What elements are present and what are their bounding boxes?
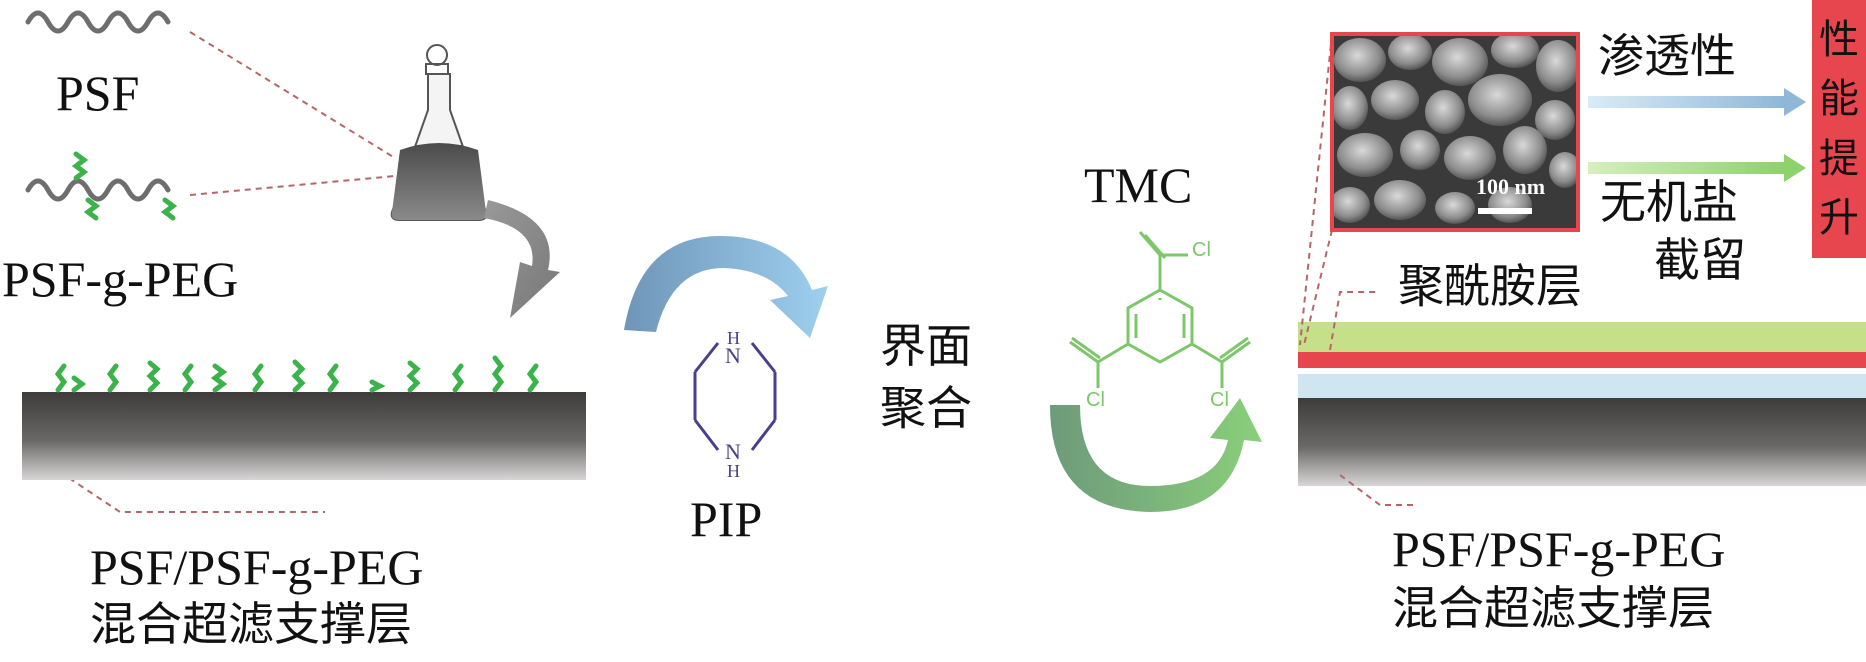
- polyamide-layer: [1298, 352, 1866, 368]
- pip-h-top: H: [727, 328, 740, 348]
- performance-char-2: 能: [1819, 76, 1859, 123]
- psf-g-peg-label: PSF-g-PEG: [2, 251, 239, 307]
- support-pointer-line: [59, 471, 325, 513]
- sem-zoom-line-top: [1299, 33, 1333, 346]
- salt-rejection-arrow-icon: [1588, 162, 1784, 174]
- psf-pointer-line: [189, 31, 396, 159]
- flask-icon: [390, 44, 488, 221]
- process-label-line2: 聚合: [880, 381, 972, 435]
- sem-zoom-line-bottom: [1303, 229, 1333, 346]
- sem-image: [1330, 32, 1580, 232]
- left-support-layer: [22, 392, 586, 480]
- performance-char-4: 升: [1819, 195, 1859, 242]
- tmc-cl-right: Cl: [1210, 389, 1229, 411]
- light-blue-layer: [1298, 374, 1866, 398]
- peg-pointer-line: [189, 175, 396, 196]
- polyamide-pointer-line: [1329, 291, 1380, 351]
- right-support-label-line2: 混合超滤支撑层: [1392, 581, 1714, 635]
- right-support-layer: [1298, 398, 1866, 486]
- salt-rejection-label-line2: 截留: [1654, 233, 1746, 287]
- peg-brush-row: [54, 355, 540, 393]
- pip-molecule-icon: [693, 342, 777, 451]
- tmc-label: TMC: [1084, 157, 1193, 213]
- tmc-arrow-icon: [1050, 398, 1262, 512]
- pip-atom-bottom: N: [725, 439, 741, 464]
- pour-arrow-icon: [484, 200, 560, 318]
- psf-chain-icon: [25, 10, 171, 34]
- process-label-line1: 界面: [880, 319, 972, 373]
- psf-label: PSF: [56, 65, 140, 121]
- pip-atom-top: N: [725, 343, 741, 368]
- pip-arrow-icon: [624, 236, 828, 338]
- right-support-pointer-line: [1339, 474, 1415, 506]
- tmc-molecule-icon: [1069, 231, 1251, 388]
- peg-branch-icon: [71, 151, 178, 221]
- performance-char-1: 性: [1819, 16, 1859, 63]
- salt-rejection-label-line1: 无机盐: [1600, 175, 1738, 229]
- left-support-label-line2: 混合超滤支撑层: [90, 597, 412, 651]
- sem-scale-bar: [1478, 208, 1532, 214]
- tmc-cl-top: Cl: [1192, 239, 1211, 261]
- performance-badge: 性 能 提 升: [1812, 0, 1866, 258]
- polyamide-label: 聚酰胺层: [1398, 259, 1582, 313]
- right-top-green-layer: [1298, 322, 1866, 352]
- left-support-label-line1: PSF/PSF-g-PEG: [90, 539, 424, 595]
- tmc-cl-left: Cl: [1086, 389, 1105, 411]
- psf-g-peg-chain-icon: [25, 178, 171, 202]
- permeability-arrow-icon: [1588, 96, 1784, 108]
- salt-rejection-arrow-head: [1784, 154, 1806, 182]
- performance-char-3: 提: [1819, 135, 1859, 182]
- pip-h-bottom: H: [727, 461, 740, 481]
- right-support-label-line1: PSF/PSF-g-PEG: [1392, 521, 1726, 577]
- pip-label: PIP: [690, 491, 763, 547]
- permeability-label: 渗透性: [1598, 29, 1736, 83]
- permeability-arrow-head: [1784, 88, 1806, 116]
- sem-scale-label: 100 nm: [1476, 174, 1546, 199]
